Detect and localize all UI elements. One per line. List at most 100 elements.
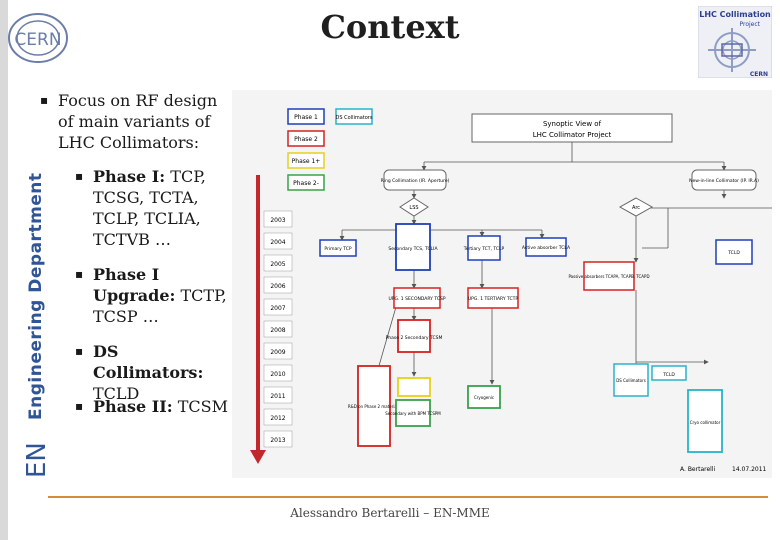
- diagram-title-line2: LHC Collimator Project: [533, 131, 612, 139]
- legend-ds: DS Collimators: [336, 115, 373, 121]
- diagram-date: 14.07.2011: [732, 466, 767, 473]
- node-phase2sec: Phase 2 Secondary TCSM: [386, 335, 443, 341]
- node-secondary: Secondary TCS, TCLIA: [388, 246, 438, 252]
- slide-title: Context: [320, 8, 460, 46]
- node-ring: Ring Collimation (IR. Aperture): [381, 178, 450, 184]
- node-lss-shape: [399, 197, 429, 217]
- diagram-title-line1: Synoptic View of: [543, 120, 602, 128]
- node-absorber: Active absorber TCLA: [522, 245, 571, 251]
- node-phase2bpm: Secondary with BPM TCSPM: [385, 411, 441, 416]
- node-phase2bpm-box: [395, 399, 431, 427]
- node-primary-box: [319, 239, 357, 257]
- lhc-logo-title: LHC Collimation: [699, 10, 771, 19]
- main-bullet: ▪ Focus on RF design of main variants of…: [40, 90, 233, 153]
- year-labels: 2003 2004 2005 2006 2007 2008 2009 2010 …: [263, 210, 293, 448]
- node-absorber-box: [525, 237, 567, 257]
- sub-bullet: ▪ DS Collimators: TCLD: [75, 341, 228, 404]
- legend-phase1plus: Phase 1+: [292, 158, 321, 165]
- sub-bullet-text: TCTP, TCSP …: [93, 286, 227, 326]
- node-primary: Primary TCP: [324, 246, 351, 252]
- sub-bullet-bold: Phase II:: [93, 397, 173, 416]
- node-cryo: Cryogenic: [474, 395, 494, 400]
- legend-phase2minus-box: [287, 174, 325, 191]
- node-rd-box: [357, 365, 391, 447]
- node-cryo-box: [467, 385, 501, 409]
- diagram-title-box: [471, 113, 673, 143]
- node-tcld-box: [715, 239, 753, 265]
- legend-phase2minus: Phase 2-: [293, 180, 319, 187]
- node-cryo-coll: Cryo collimator: [690, 420, 721, 425]
- year-label: 2006: [270, 283, 285, 290]
- legend-phase2-box: [287, 130, 325, 147]
- year-label: 2007: [270, 305, 285, 312]
- legend-phase1plus-box: [287, 152, 325, 169]
- en-label: EN: [22, 442, 52, 478]
- footer-rule: [48, 496, 768, 498]
- bullet-mark: ▪: [75, 267, 84, 281]
- node-new-line-box: [691, 169, 757, 191]
- legend-ds-box: [335, 108, 373, 125]
- node-tertiary-box: [467, 235, 501, 261]
- main-bullet-text: Focus on RF design of main variants of L…: [58, 91, 218, 152]
- year-label: 2013: [270, 437, 285, 444]
- sub-bullet-text: TCLD: [93, 384, 140, 403]
- year-label: 2004: [270, 239, 285, 246]
- node-tcld2-box: [651, 365, 687, 381]
- lhc-logo-sub: Project: [739, 21, 760, 28]
- sub-bullet-bold: DS Collimators:: [93, 342, 204, 382]
- cern-logo-text: CERN: [14, 30, 61, 50]
- year-label: 2011: [270, 393, 285, 400]
- node-tertiary: Tertiary TCT, TCLP: [463, 246, 505, 252]
- node-lss: LSS: [409, 205, 418, 211]
- node-arc: Arc: [632, 205, 640, 211]
- node-dsc: DS Collimators: [616, 378, 646, 383]
- bullet-mark: ▪: [75, 399, 84, 413]
- sub-bullet-bold: Phase I Upgrade:: [93, 265, 176, 305]
- node-upg2: UPG. 1 TERTIARY TCTP: [468, 296, 519, 302]
- sub-bullet-bold: Phase I:: [93, 167, 166, 186]
- diagram-nodes: Ring Collimation (IR. Aperture) New-in-l…: [319, 169, 759, 453]
- footer-credit: Alessandro Bertarelli – EN-MME: [290, 506, 490, 520]
- sub-bullet: ▪ Phase I Upgrade: TCTP, TCSP …: [75, 264, 228, 327]
- year-label: 2012: [270, 415, 285, 422]
- timeline-arrow-head: [250, 450, 266, 464]
- legend-phase2: Phase 2: [294, 136, 318, 143]
- diagram-author: A. Bertarelli: [680, 466, 715, 473]
- node-dsc-box: [613, 363, 649, 397]
- node-arc-shape: [618, 197, 654, 217]
- node-rd: R&D on Phase 2 materials: [348, 404, 400, 409]
- node-yellow-box: [397, 377, 431, 397]
- node-secondary-box: [395, 223, 431, 271]
- sub-bullet: ▪ Phase I: TCP, TCSG, TCTA, TCLP, TCLIA,…: [75, 166, 228, 250]
- node-tcld: TCLD: [727, 250, 740, 256]
- sub-bullet-text: TCSM: [172, 397, 229, 416]
- lhc-collimation-logo: LHC Collimation Project CERN: [698, 6, 772, 78]
- left-edge-bar: [0, 0, 8, 540]
- node-ring-box: [383, 169, 447, 191]
- year-label: 2008: [270, 327, 285, 334]
- node-new-line: New-in-line Collimator (IP. IR.A): [689, 178, 759, 184]
- bullet-mark: ▪: [75, 344, 84, 358]
- year-label: 2009: [270, 349, 285, 356]
- synoptic-diagram: Phase 1 Phase 2 Phase 1+ Phase 2- DS Col…: [232, 90, 772, 478]
- node-upg1-box: [393, 287, 441, 309]
- node-upg1: UPG. 1 SECONDARY TCSP: [388, 296, 445, 302]
- lhc-logo-cern: CERN: [750, 71, 768, 78]
- year-label: 2005: [270, 261, 285, 268]
- node-tclp-box: [583, 261, 635, 291]
- node-upg2-box: [467, 287, 519, 309]
- node-tclp: Passive absorbers TCAPA, TCAPB, TCAPD: [568, 274, 649, 279]
- legend-phase1: Phase 1: [294, 114, 318, 121]
- bullet-mark: ▪: [40, 93, 49, 107]
- sub-bullet-text: TCP, TCSG, TCTA, TCLP, TCLIA, TCTVB …: [93, 167, 206, 249]
- department-label: Engineering Department: [26, 172, 46, 420]
- node-phase2sec-box: [397, 319, 431, 353]
- sub-bullet: ▪ Phase II: TCSM: [75, 396, 229, 417]
- bullet-mark: ▪: [75, 169, 84, 183]
- cern-logo: CERN: [8, 13, 68, 63]
- legend: Phase 1 Phase 2 Phase 1+ Phase 2- DS Col…: [287, 108, 373, 191]
- node-cryo-coll-box: [687, 389, 723, 453]
- legend-phase1-box: [287, 108, 325, 125]
- node-tcld2: TCLD: [662, 372, 675, 378]
- year-label: 2003: [270, 217, 285, 224]
